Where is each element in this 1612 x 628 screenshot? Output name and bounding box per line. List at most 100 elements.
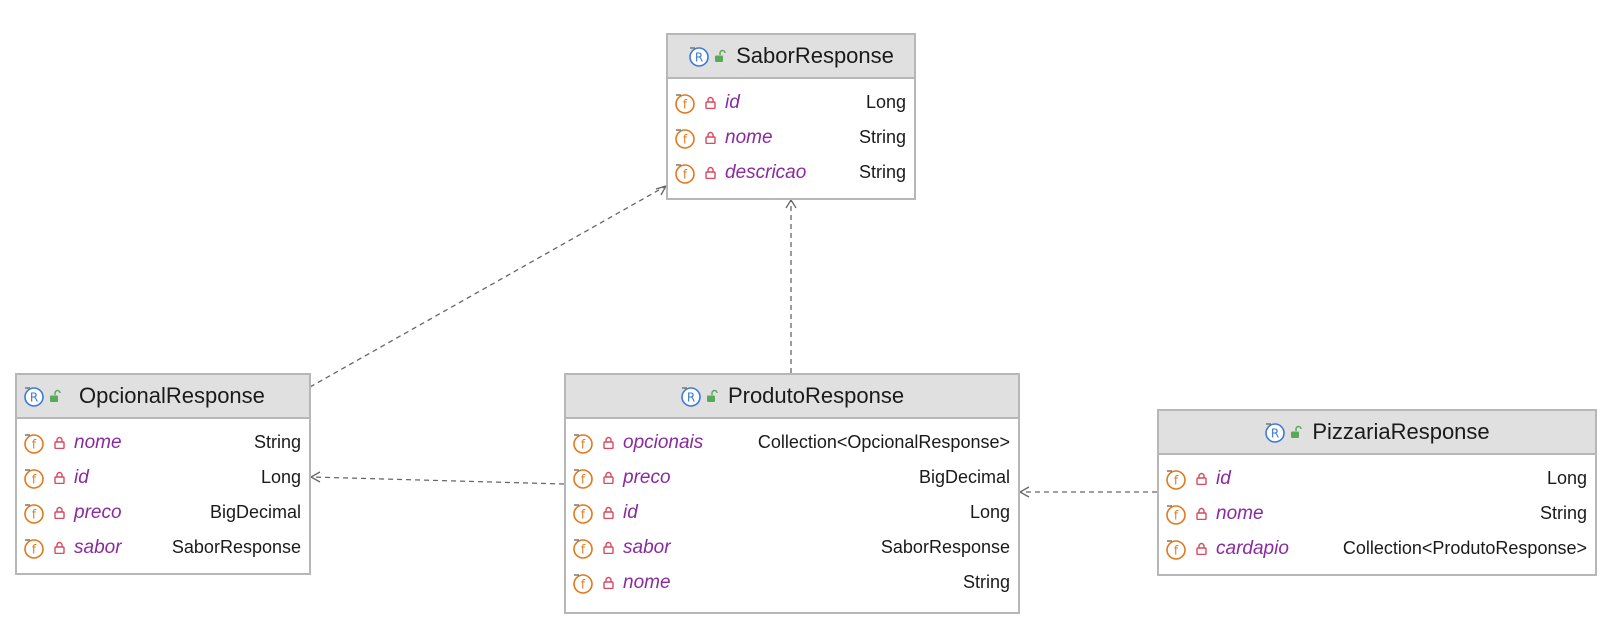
field-name: preco (623, 466, 671, 488)
field-type: Long (969, 502, 1010, 522)
class-name: SaborResponse (736, 43, 894, 68)
field-row[interactable]: sabor SaborResponse (17, 530, 309, 565)
unlocked-icon (714, 49, 726, 63)
private-lock-icon (1196, 472, 1207, 485)
arrowhead-opcional-right (309, 471, 321, 483)
field-name: id (623, 501, 638, 523)
field-row[interactable]: nome String (1159, 496, 1595, 531)
field-type: String (1539, 503, 1587, 523)
private-lock-icon (603, 471, 614, 484)
private-lock-icon (54, 436, 65, 449)
field-row[interactable]: descricao String (668, 155, 914, 190)
field-type: Long (865, 92, 906, 112)
field-icon (572, 537, 594, 559)
edge-produto-to-opcional (310, 476, 565, 485)
field-icon (674, 127, 696, 149)
class-header: ProdutoResponse (566, 375, 1018, 419)
field-icon (23, 502, 45, 524)
unlocked-icon (706, 389, 718, 403)
unlocked-icon (1290, 425, 1302, 439)
private-lock-icon (54, 541, 65, 554)
private-lock-icon (603, 541, 614, 554)
arrowhead-produto-right (1018, 486, 1030, 498)
field-type: String (858, 162, 906, 182)
field-icon (23, 432, 45, 454)
field-type: String (962, 572, 1010, 592)
field-row[interactable]: id Long (1159, 461, 1595, 496)
field-type: BigDecimal (918, 467, 1010, 487)
field-type: Long (1546, 468, 1587, 488)
class-box-sabor-response[interactable]: SaborResponse id Long nome String descri… (666, 33, 916, 200)
field-icon (572, 572, 594, 594)
field-icon (572, 502, 594, 524)
field-icon (1165, 538, 1187, 560)
field-type: String (253, 432, 301, 452)
field-row[interactable]: cardapio Collection<ProdutoResponse> (1159, 531, 1595, 566)
private-lock-icon (603, 576, 614, 589)
field-name: id (725, 91, 740, 113)
field-row[interactable]: sabor SaborResponse (566, 530, 1018, 565)
private-lock-icon (603, 436, 614, 449)
class-name: OpcionalResponse (79, 383, 265, 408)
field-name: sabor (74, 536, 122, 558)
private-lock-icon (705, 96, 716, 109)
field-row[interactable]: id Long (566, 495, 1018, 530)
private-lock-icon (705, 131, 716, 144)
class-header: PizzariaResponse (1159, 411, 1595, 455)
field-list: nome String id Long preco BigDecimal sab… (17, 419, 309, 565)
field-row[interactable]: id Long (17, 460, 309, 495)
field-row[interactable]: nome String (17, 425, 309, 460)
field-type: SaborResponse (880, 537, 1010, 557)
field-icon (1165, 468, 1187, 490)
class-header: OpcionalResponse (17, 375, 309, 419)
private-lock-icon (705, 166, 716, 179)
field-type: String (858, 127, 906, 147)
private-lock-icon (1196, 507, 1207, 520)
field-icon (674, 92, 696, 114)
class-header: SaborResponse (668, 35, 914, 79)
field-row[interactable]: nome String (668, 120, 914, 155)
arrowhead-sabor-left (655, 184, 668, 196)
field-name: descricao (725, 161, 807, 183)
record-class-icon (23, 385, 45, 407)
field-list: id Long nome String cardapio Collection<… (1159, 455, 1595, 566)
field-row[interactable]: preco BigDecimal (566, 460, 1018, 495)
edge-opcional-to-sabor (309, 185, 667, 388)
field-type: Long (260, 467, 301, 487)
field-name: nome (623, 571, 671, 593)
private-lock-icon (1196, 542, 1207, 555)
field-name: nome (74, 431, 122, 453)
field-row[interactable]: id Long (668, 85, 914, 120)
private-lock-icon (603, 506, 614, 519)
field-icon (1165, 503, 1187, 525)
field-list: opcionais Collection<OpcionalResponse> p… (566, 419, 1018, 600)
field-name: cardapio (1216, 537, 1289, 559)
class-box-produto-response[interactable]: ProdutoResponse opcionais Collection<Opc… (564, 373, 1020, 614)
field-name: sabor (623, 536, 671, 558)
field-list: id Long nome String descricao String (668, 79, 914, 190)
field-type: BigDecimal (209, 502, 301, 522)
field-name: id (1216, 467, 1231, 489)
field-icon (23, 537, 45, 559)
record-class-icon (688, 45, 710, 67)
class-box-pizzaria-response[interactable]: PizzariaResponse id Long nome String car… (1157, 409, 1597, 576)
field-name: preco (74, 501, 122, 523)
field-icon (674, 162, 696, 184)
unlocked-icon (49, 389, 61, 403)
class-name: ProdutoResponse (727, 383, 905, 408)
field-name: opcionais (623, 431, 704, 453)
private-lock-icon (54, 506, 65, 519)
class-box-opcional-response[interactable]: OpcionalResponse nome String id Long pre… (15, 373, 311, 575)
field-row[interactable]: opcionais Collection<OpcionalResponse> (566, 425, 1018, 460)
class-name: PizzariaResponse (1312, 419, 1490, 444)
field-type: Collection<ProdutoResponse> (1342, 538, 1587, 558)
field-icon (572, 432, 594, 454)
record-class-icon (680, 385, 702, 407)
private-lock-icon (54, 471, 65, 484)
field-row[interactable]: preco BigDecimal (17, 495, 309, 530)
field-name: nome (1216, 502, 1264, 524)
field-name: id (74, 466, 89, 488)
field-name: nome (725, 126, 773, 148)
field-icon (23, 467, 45, 489)
field-row[interactable]: nome String (566, 565, 1018, 600)
